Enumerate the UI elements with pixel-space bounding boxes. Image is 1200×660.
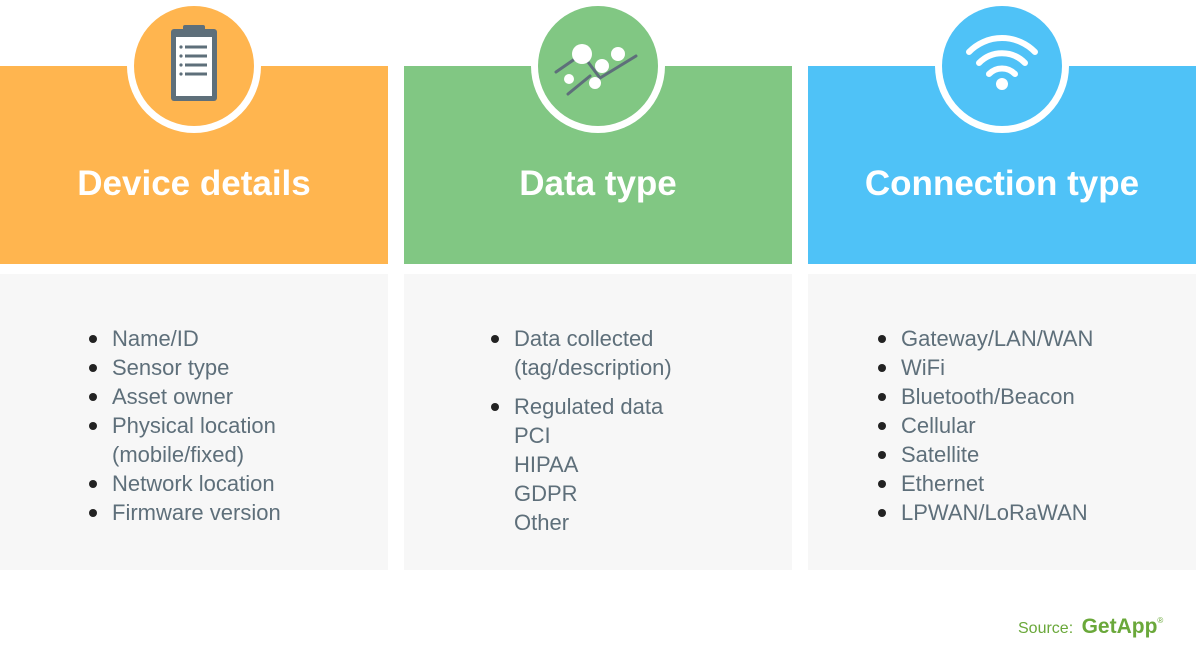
column-title: Connection type (864, 164, 1140, 203)
item-text: WiFi (901, 355, 945, 380)
column-body: Gateway/LAN/WAN WiFi Bluetooth/Beacon Ce… (808, 274, 1196, 570)
item-subtext: (tag/description) (514, 355, 672, 380)
list-item: Network location (86, 469, 281, 498)
list-item: Name/ID (86, 324, 281, 353)
list-item: Satellite (875, 440, 1093, 469)
item-text: Name/ID (112, 326, 199, 351)
column-device-details: Device details Name/ID Sensor type Asset… (0, 0, 388, 572)
list-item: Bluetooth/Beacon (875, 382, 1093, 411)
list-item: Regulated data PCI HIPAA GDPR Other (488, 392, 672, 537)
item-subtext: Other (514, 510, 570, 535)
list-item: Gateway/LAN/WAN (875, 324, 1093, 353)
clipboard-icon (134, 6, 254, 126)
bullet-list: Data collected (tag/description) Regulat… (488, 324, 672, 537)
item-subtext: (mobile/fixed) (112, 442, 245, 467)
data-points-icon (538, 6, 658, 126)
wifi-icon (942, 6, 1062, 126)
getapp-logo: GetApp® (1082, 615, 1164, 638)
item-text: Data collected (514, 326, 654, 351)
item-subtext: PCI (514, 423, 551, 448)
list-item: Firmware version (86, 498, 281, 527)
item-subtext: HIPAA (514, 452, 579, 477)
list-item: WiFi (875, 353, 1093, 382)
item-text: Cellular (901, 413, 976, 438)
registered-mark: ® (1157, 616, 1164, 625)
item-text: Satellite (901, 442, 980, 467)
source-attribution: Source: GetApp® (1018, 606, 1163, 644)
list-item: Cellular (875, 411, 1093, 440)
brand-name: GetApp (1081, 615, 1158, 638)
list-item: Sensor type (86, 353, 281, 382)
bullet-list: Name/ID Sensor type Asset owner Physical… (86, 324, 281, 527)
item-text: Asset owner (112, 384, 234, 409)
column-body: Data collected (tag/description) Regulat… (404, 274, 792, 570)
source-label: Source: (1018, 620, 1074, 637)
column-connection-type: Connection type Gateway/LAN/WAN WiFi Blu… (808, 0, 1196, 572)
item-text: Ethernet (901, 471, 985, 496)
list-item: Asset owner (86, 382, 281, 411)
column-body: Name/ID Sensor type Asset owner Physical… (0, 274, 388, 570)
list-item: Ethernet (875, 469, 1093, 498)
item-text: Sensor type (112, 355, 230, 380)
list-item: Data collected (tag/description) (488, 324, 672, 382)
item-text: Gateway/LAN/WAN (901, 326, 1094, 351)
item-subtext: GDPR (514, 481, 578, 506)
item-text: Physical location (112, 413, 276, 438)
list-item: Physical location (mobile/fixed) (86, 411, 281, 469)
item-text: LPWAN/LoRaWAN (901, 500, 1088, 525)
item-text: Regulated data (514, 394, 664, 419)
bullet-list: Gateway/LAN/WAN WiFi Bluetooth/Beacon Ce… (875, 324, 1093, 527)
column-data-type: Data type Data collected (tag/descriptio… (404, 0, 792, 572)
item-text: Network location (112, 471, 275, 496)
column-title: Device details (77, 164, 311, 203)
item-text: Bluetooth/Beacon (901, 384, 1075, 409)
list-item: LPWAN/LoRaWAN (875, 498, 1093, 527)
column-title: Data type (519, 164, 677, 203)
item-text: Firmware version (112, 500, 281, 525)
